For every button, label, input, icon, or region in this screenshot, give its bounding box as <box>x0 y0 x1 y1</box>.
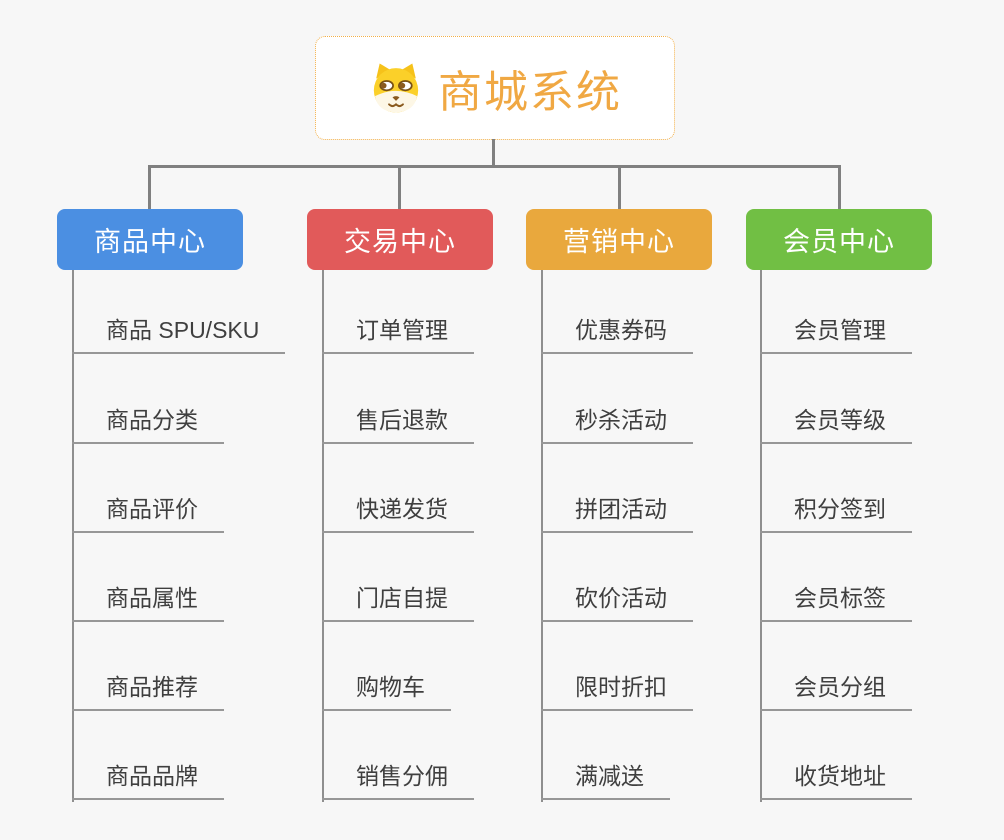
branch-node-trade-center[interactable]: 交易中心 <box>307 209 493 270</box>
root-connector-line <box>492 139 495 167</box>
branch-stub-line <box>618 165 621 210</box>
leaf-node[interactable]: 商品 SPU/SKU <box>72 316 286 354</box>
dog-face-icon <box>373 63 419 113</box>
leaf-node[interactable]: 优惠券码 <box>541 316 693 354</box>
branch-horizontal-line <box>148 165 841 168</box>
branch-node-member-center[interactable]: 会员中心 <box>746 209 932 270</box>
leaf-node[interactable]: 会员等级 <box>760 406 912 444</box>
leaf-node[interactable]: 会员管理 <box>760 316 912 354</box>
column-line <box>541 270 543 802</box>
leaf-node[interactable]: 满减送 <box>541 762 670 800</box>
leaf-node[interactable]: 门店自提 <box>322 584 474 622</box>
branch-stub-line <box>398 165 401 210</box>
leaf-node[interactable]: 砍价活动 <box>541 584 693 622</box>
leaf-node[interactable]: 商品属性 <box>72 584 224 622</box>
leaf-node[interactable]: 商品品牌 <box>72 762 224 800</box>
branch-node-product-center[interactable]: 商品中心 <box>57 209 243 270</box>
leaf-node[interactable]: 售后退款 <box>322 406 474 444</box>
leaf-node[interactable]: 商品分类 <box>72 406 224 444</box>
leaf-node[interactable]: 秒杀活动 <box>541 406 693 444</box>
root-node[interactable]: 商城系统 <box>315 36 675 140</box>
leaf-node[interactable]: 会员标签 <box>760 584 912 622</box>
leaf-node[interactable]: 收货地址 <box>760 762 912 800</box>
leaf-node[interactable]: 会员分组 <box>760 673 912 711</box>
leaf-node[interactable]: 销售分佣 <box>322 762 474 800</box>
leaf-node[interactable]: 积分签到 <box>760 495 912 533</box>
root-title: 商城系统 <box>438 68 622 117</box>
column-line <box>322 270 324 802</box>
branch-node-marketing-center[interactable]: 营销中心 <box>526 209 712 270</box>
branch-stub-line <box>838 165 841 210</box>
column-line <box>72 270 74 802</box>
column-line <box>760 270 762 802</box>
leaf-node[interactable]: 订单管理 <box>322 316 474 354</box>
leaf-node[interactable]: 商品推荐 <box>72 673 224 711</box>
leaf-node[interactable]: 快递发货 <box>322 495 474 533</box>
leaf-node[interactable]: 拼团活动 <box>541 495 693 533</box>
leaf-node[interactable]: 商品评价 <box>72 495 224 533</box>
leaf-node[interactable]: 购物车 <box>322 673 451 711</box>
leaf-node[interactable]: 限时折扣 <box>541 673 693 711</box>
branch-stub-line <box>148 165 151 210</box>
